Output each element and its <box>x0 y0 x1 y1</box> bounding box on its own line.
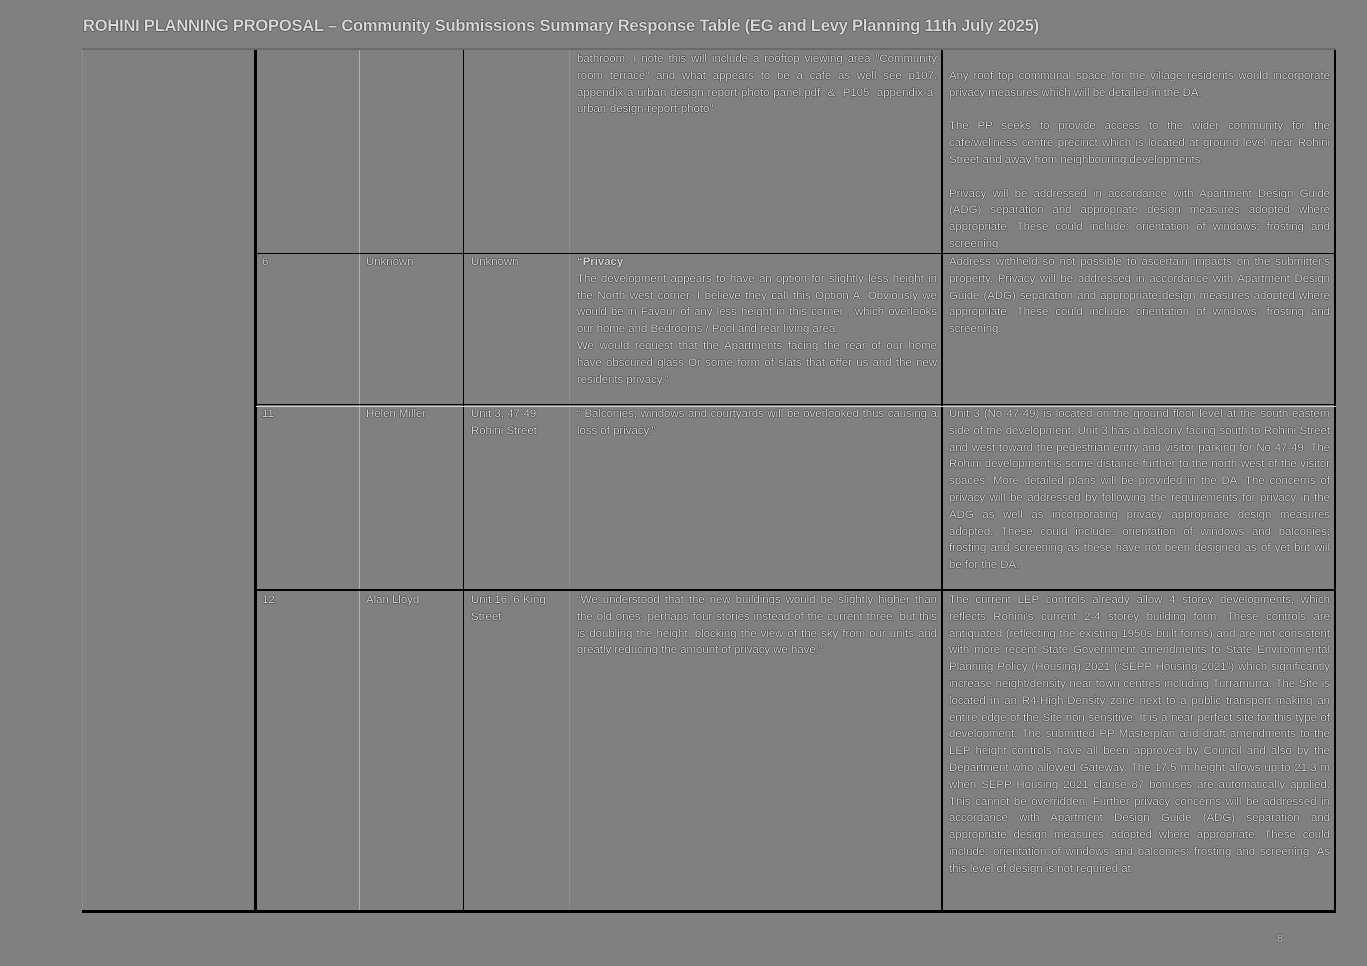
submission-heading: “Privacy <box>577 256 624 268</box>
table-row-1-submission: “Privacy The development appears to have… <box>577 256 937 386</box>
row-divider <box>256 589 1336 591</box>
table-row-3-address: Unit 16, 6 King Street <box>471 594 546 623</box>
table-row-0-submission: bathroom. I note this will include a roo… <box>577 53 937 116</box>
table-row-3-submission: “We understood that the new buildings wo… <box>577 594 937 657</box>
table-row-2-number: 11 <box>262 408 274 420</box>
table-border-right <box>1334 50 1336 910</box>
table-row-3-number: 12 <box>262 594 275 606</box>
table-row-1-name: Unknown <box>366 256 414 268</box>
table-row-2-response: Unit 3 (No 47-49) is located on the grou… <box>949 408 1330 572</box>
table-row-1-response: Address withheld so not possible to asce… <box>949 256 1330 336</box>
submissions-table: bathroom. I note this will include a roo… <box>82 48 1336 913</box>
row-divider <box>256 253 1336 254</box>
table-row-3-name: Alan Lloyd <box>366 594 420 606</box>
column-divider <box>569 50 570 910</box>
column-divider <box>254 50 257 910</box>
column-divider <box>941 50 943 910</box>
page-number: 8 <box>1277 933 1284 945</box>
table-row-1-address: Unknown <box>471 256 519 268</box>
table-row-3-response: The current LEP controls already allow 4… <box>949 594 1330 875</box>
column-divider <box>463 50 464 910</box>
table-border-left <box>82 50 83 910</box>
table-row-1-number: 6 <box>262 256 269 268</box>
page-title: ROHINI PLANNING PROPOSAL – Community Sub… <box>83 17 1039 35</box>
table-row-2-submission: “ Balconies, windows and courtyards will… <box>577 408 937 437</box>
table-row-0-response: Any roof top communal space for the vill… <box>949 70 1330 250</box>
table-row-2-name: Helen Miller <box>366 408 427 420</box>
column-divider <box>359 50 360 910</box>
row-divider <box>256 404 1336 407</box>
table-row-2-address: Unit 3, 47-49 Rohini Street <box>471 408 537 437</box>
